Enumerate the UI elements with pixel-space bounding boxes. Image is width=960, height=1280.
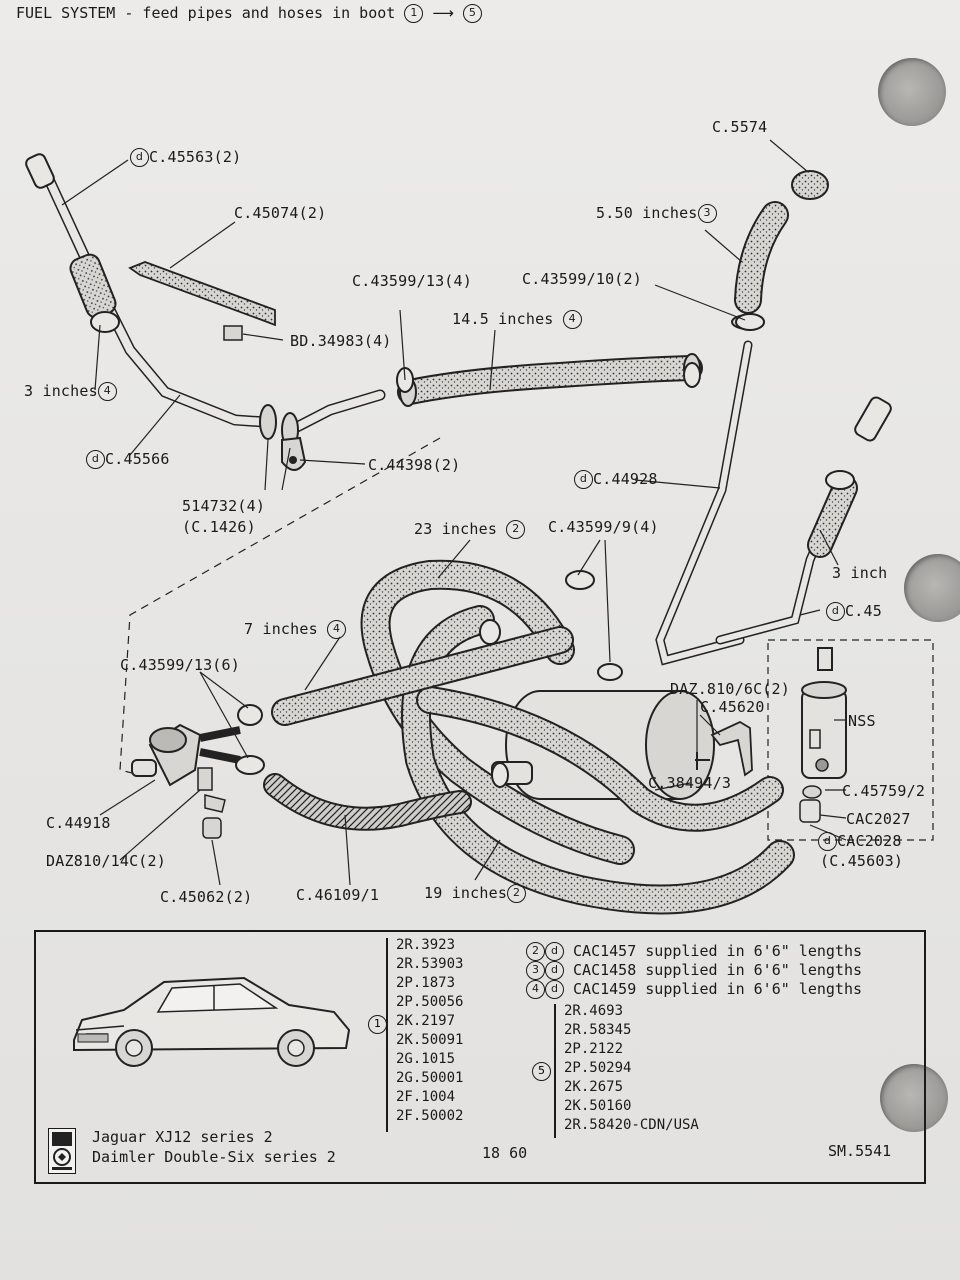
group5-item: 2R.4693: [564, 1003, 624, 1019]
group1-item: 2F.50002: [396, 1108, 464, 1124]
page-title: FUEL SYSTEM - feed pipes and hoses in bo…: [16, 4, 482, 23]
label-c45062: C.45062(2): [160, 888, 253, 906]
label-c45603: (C.45603): [820, 852, 904, 870]
label-514732: 514732(4): [182, 497, 266, 515]
label-c43599-13-4: C.43599/13(4): [352, 272, 472, 290]
group5-item: 2R.58420-CDN/USA: [564, 1117, 699, 1133]
label-c43599-9-4: C.43599/9(4): [548, 518, 659, 536]
group1-item: 2G.50001: [396, 1070, 464, 1086]
circled-number: 4: [97, 382, 117, 401]
bracket-45074: [128, 261, 276, 327]
label-c43599-10-2: C.43599/10(2): [522, 270, 642, 288]
label-7-inches: 7 inches 4: [244, 620, 347, 639]
circled-number: 1: [404, 4, 424, 23]
group5-item: 2R.58345: [564, 1022, 632, 1038]
group1-item: 2P.50056: [396, 994, 464, 1010]
exploded-diagram: [25, 139, 934, 915]
label-c45620: C.45620: [700, 698, 765, 716]
leader-lines: [61, 139, 847, 886]
circled-number: 2: [507, 884, 527, 903]
label-nss: NSS: [848, 712, 876, 730]
label-cac2027: CAC2027: [846, 810, 911, 828]
label-c1426: (C.1426): [182, 518, 256, 536]
dealer-d-icon: d: [818, 832, 837, 851]
group5-item: 2P.2122: [564, 1041, 624, 1057]
group5-item: 2K.50160: [564, 1098, 632, 1114]
circled-number: 2: [506, 520, 526, 539]
dealer-d-icon: d: [130, 148, 149, 167]
label-3-inch-right: 3 inch: [832, 564, 888, 582]
group5-item: 2K.2675: [564, 1079, 624, 1095]
circled-number: 1: [368, 1015, 387, 1034]
dealer-d-icon: d: [545, 942, 564, 961]
label-c38494: C.38494/3: [648, 774, 732, 792]
dealer-d-icon: d: [545, 961, 564, 980]
parts-legend: 1 2R.3923 2R.53903 2P.1873 2P.50056 2K.2…: [34, 930, 926, 1184]
group1-item: 2G.1015: [396, 1051, 456, 1067]
label-c5574: C.5574: [712, 118, 768, 136]
dealer-d-icon: d: [545, 980, 564, 999]
label-daz810-6c: DAZ.810/6C(2): [670, 680, 790, 698]
binder-hole-middle: [904, 554, 960, 622]
vehicle-line-1: Jaguar XJ12 series 2: [92, 1128, 273, 1146]
label-c44918: C.44918: [46, 814, 111, 832]
binder-hole-bottom: [880, 1064, 948, 1132]
circled-number: 5: [462, 4, 482, 23]
group1-item: 2R.53903: [396, 956, 464, 972]
sm-reference: SM.5541: [828, 1142, 892, 1160]
label-c45759: C.45759/2: [842, 782, 926, 800]
circled-number: 3: [697, 204, 717, 223]
hose-clips: [90, 311, 855, 788]
group1-item: 2K.50091: [396, 1032, 464, 1048]
group1-item: 2R.3923: [396, 937, 456, 953]
label-23-inches: 23 inches 2: [414, 520, 526, 539]
label-c43599-13-6: C.43599/13(6): [120, 656, 240, 674]
binder-hole-top: [878, 58, 946, 126]
title-text: FUEL SYSTEM - feed pipes and hoses in bo…: [16, 4, 396, 22]
label-14-5-inches: 14.5 inches 4: [452, 310, 582, 329]
page-reference: 18 60: [482, 1144, 528, 1162]
group1-item: 2K.2197: [396, 1013, 456, 1029]
group1-item: 2F.1004: [396, 1089, 456, 1105]
label-c45074: C.45074(2): [234, 204, 327, 222]
clip-bd34983: [223, 325, 243, 341]
dealer-d-icon: d: [86, 450, 105, 469]
label-bd34983: BD.34983(4): [290, 332, 392, 350]
dealer-d-icon: d: [574, 470, 593, 489]
circled-number: 4: [562, 310, 582, 329]
circled-number: 5: [532, 1062, 551, 1081]
group5-bracket: [554, 1004, 556, 1138]
circled-number: 4: [327, 620, 347, 639]
british-leyland-logo: [48, 1128, 76, 1174]
group1-item: 2P.1873: [396, 975, 456, 991]
arrow-right-icon: ⟶: [432, 4, 454, 22]
label-c46109: C.46109/1: [296, 886, 380, 904]
car-illustration: [73, 976, 351, 1067]
group5-list: 2R.4693 2R.58345 2P.2122 2P.50294 2K.267…: [564, 1002, 699, 1135]
nss-valve: [799, 647, 847, 823]
group1-bracket: [386, 938, 388, 1132]
dealer-d-icon: d: [826, 602, 845, 621]
valve-44918: [131, 723, 241, 839]
bracket-45620: [710, 720, 753, 777]
left-feed-pipe: [25, 153, 386, 471]
vehicle-line-2: Daimler Double-Six series 2: [92, 1148, 336, 1166]
label-daz810-14c: DAZ810/14C(2): [46, 852, 166, 870]
group1-list: 2R.3923 2R.53903 2P.1873 2P.50056 2K.219…: [396, 936, 463, 1126]
group5-item: 2P.50294: [564, 1060, 632, 1076]
label-c44398: C.44398(2): [368, 456, 461, 474]
